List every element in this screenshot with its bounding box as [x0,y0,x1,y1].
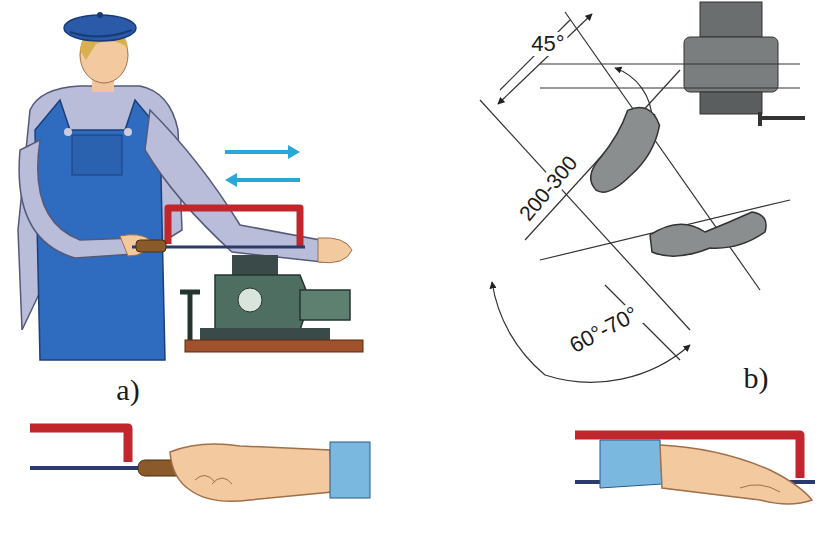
worker-figure [18,12,352,360]
drawing-part [545,345,690,382]
drawing-part [300,290,350,320]
drawing-part [195,475,232,484]
drawing-part [600,440,662,488]
drawing-part [540,87,800,88]
drawing-part [124,128,132,136]
drawing-part [758,112,762,126]
drawing-part [498,14,592,104]
drawing-part [64,15,136,41]
drawing-part [288,145,300,159]
drawing-part [700,2,762,37]
panel-label: b) [744,363,769,393]
drawing-part [72,135,122,175]
drawing-part [180,290,200,295]
drawing-part [650,212,766,256]
drawing-part [480,100,690,330]
hacksaw [132,208,305,252]
drawing-part [700,92,762,114]
drawing-part [225,150,292,154]
drawing-part [584,100,667,204]
drawing-part [740,485,780,492]
drawing-part [492,282,545,375]
panel-label: a) [116,375,139,405]
drawing-part [64,128,72,136]
hand-positions [584,100,766,256]
drawing-part [185,340,363,352]
drawing-part [540,63,800,64]
drawing-part [97,12,103,18]
drawing-part [136,240,166,252]
grip-handle-closeup [30,428,370,501]
drawing-part [318,238,352,263]
angle-dimension: 60°-70° [563,301,645,360]
bench-vise [180,255,363,352]
drawing-part [540,200,790,260]
drawing-part [19,140,135,258]
motion-arrows [225,145,300,187]
drawing-part [525,70,680,240]
drawing-part [233,178,300,182]
drawing-part [30,428,128,462]
drawing-part [200,328,330,340]
drawing-part [760,116,805,120]
drawing-part [238,288,262,312]
drawing-part [215,275,310,330]
drawing-part [145,110,322,262]
drawing-part [168,208,300,246]
drawing-part [188,290,193,345]
drawing-part [232,255,278,275]
drawing-part [330,442,370,498]
grip-frame-closeup [575,435,815,504]
drawing-part [660,445,812,504]
construction-lines [480,12,800,382]
drawing-part [170,444,332,501]
angle-dimension: 45° [528,32,567,56]
drawing-part [70,30,132,37]
drawing-part [500,20,570,90]
drawing-part [225,173,237,187]
